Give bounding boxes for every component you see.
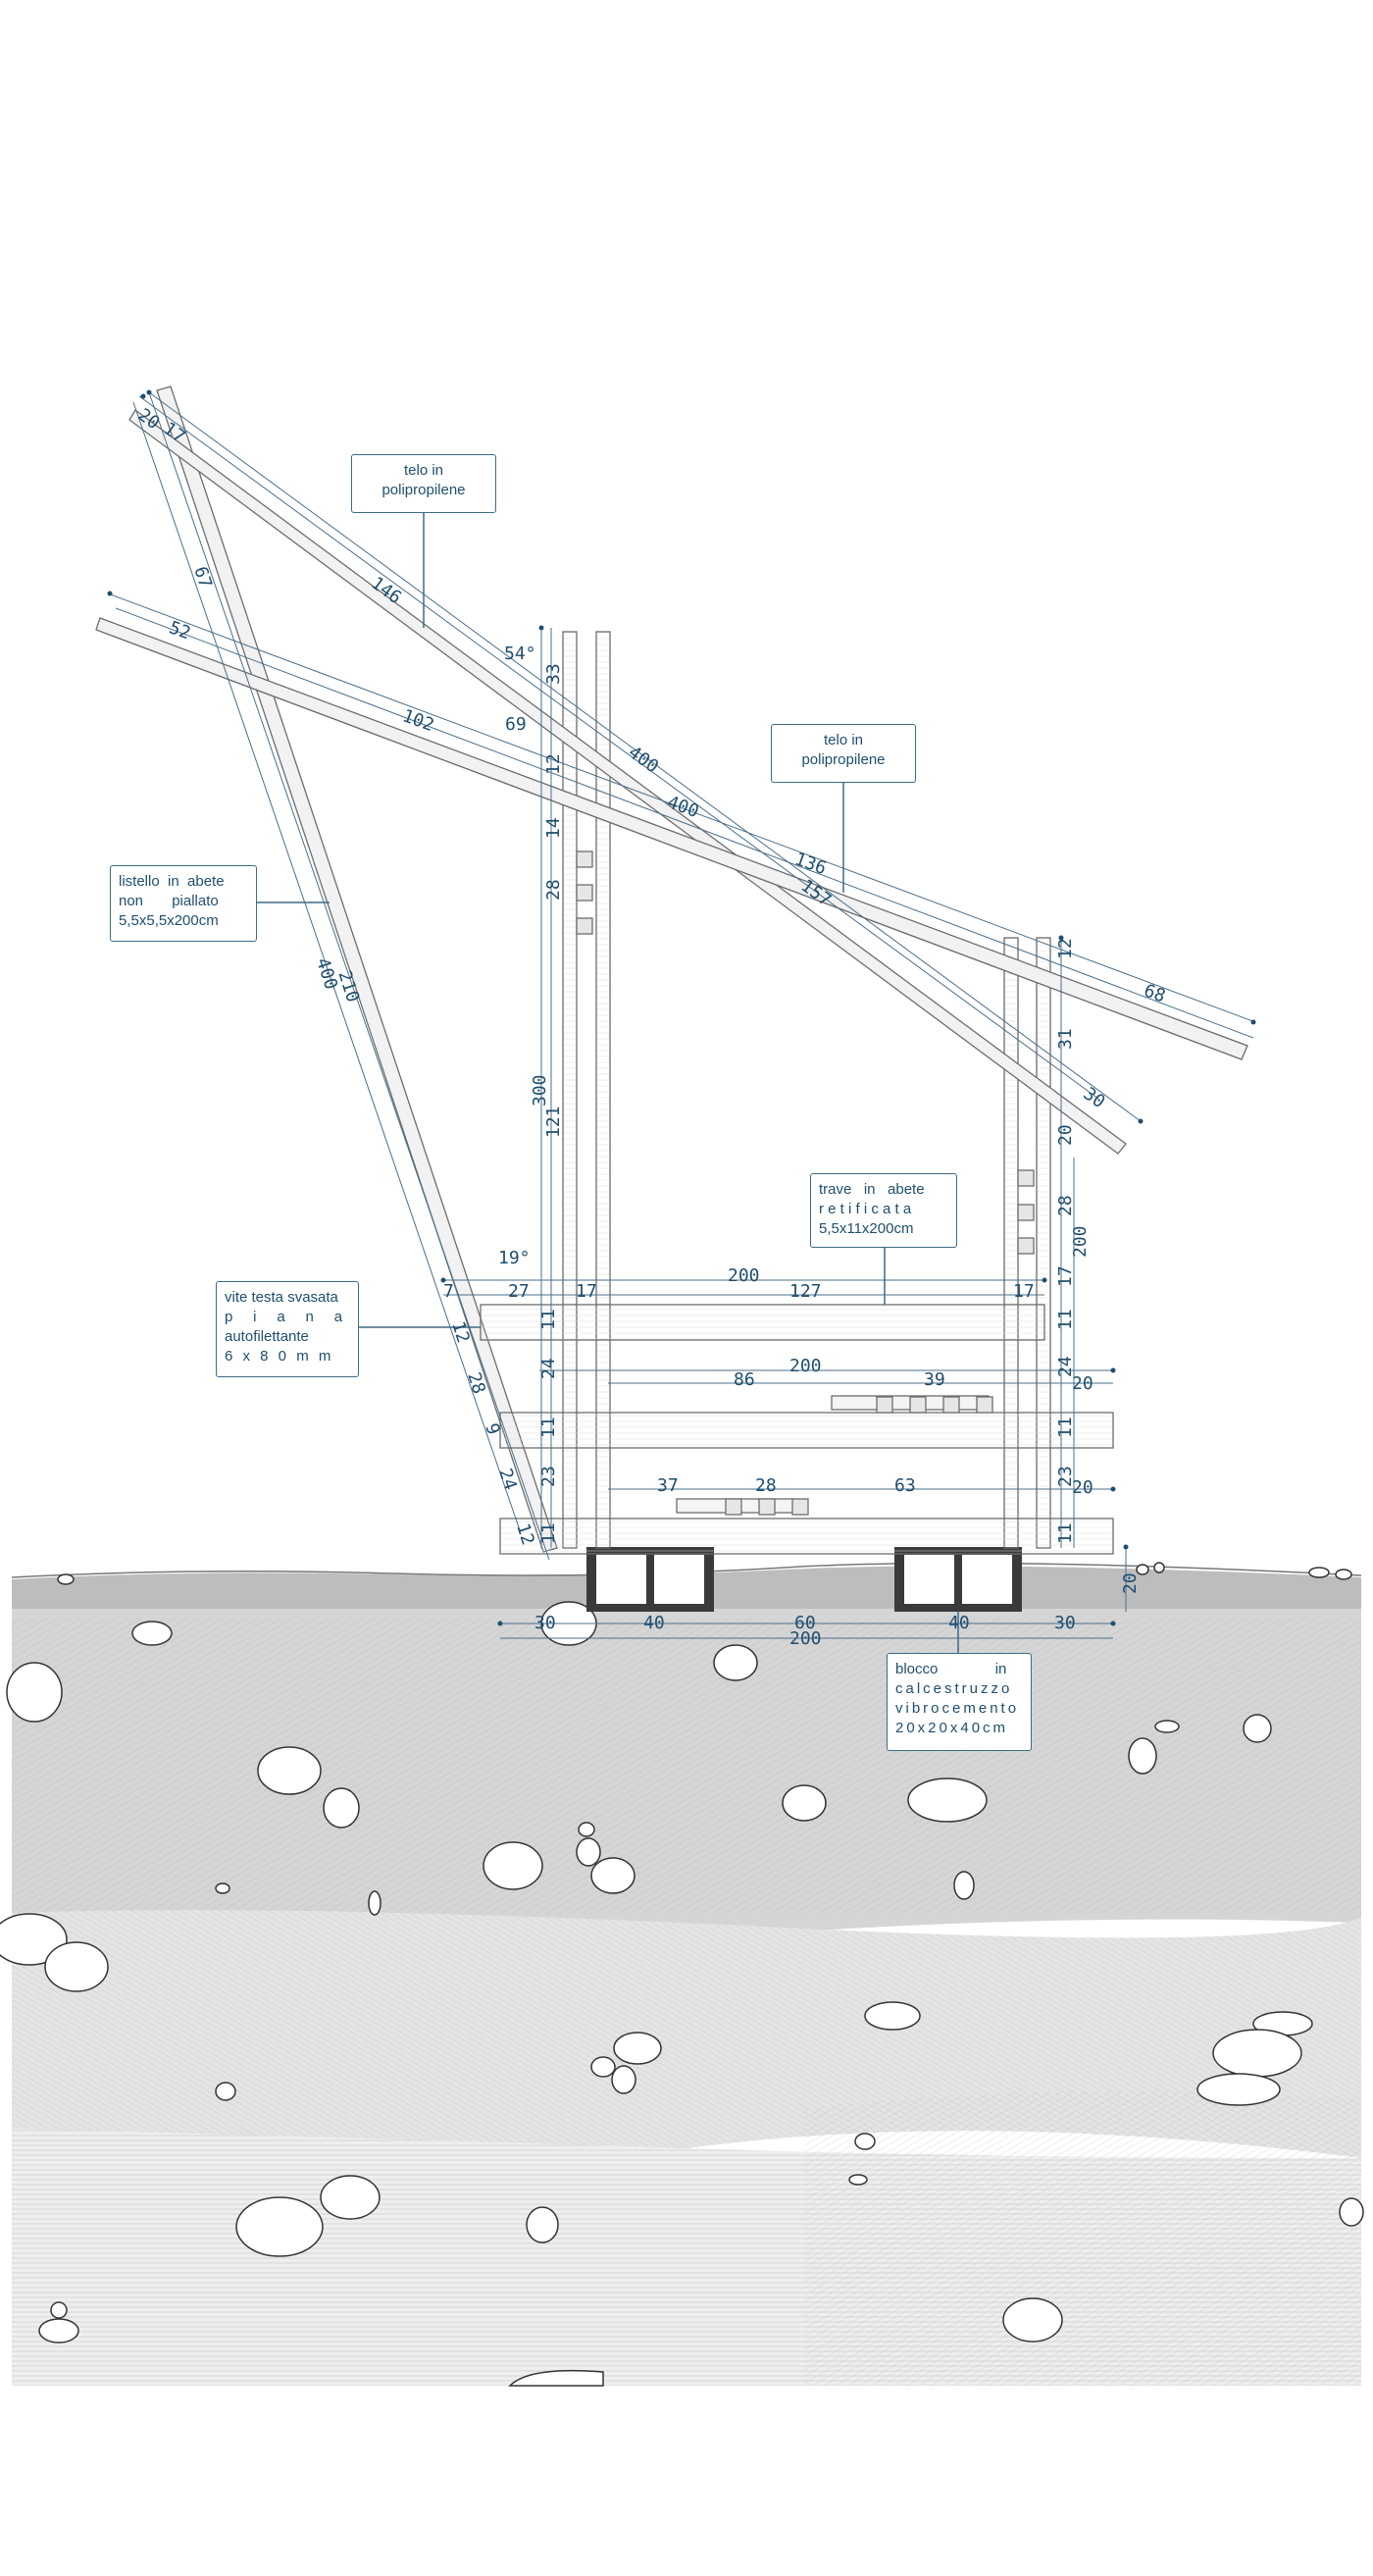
callout-telo-1-line-2: polipropilene — [381, 482, 466, 498]
dim-slope-136: 136 — [792, 849, 830, 879]
dim-low-20: 20 — [1072, 1477, 1093, 1498]
dim-top-11b: 11 — [1055, 1309, 1076, 1330]
dim-post-300: 300 — [530, 1074, 550, 1107]
dim-right-20: 20 — [1055, 1124, 1076, 1146]
callout-vite: vite testa svasata p i a n a autofiletta… — [216, 1281, 359, 1377]
dim-angle-19: 19° — [498, 1248, 531, 1268]
dim-low-28: 28 — [755, 1475, 777, 1496]
dim-slope-146: 146 — [367, 573, 405, 608]
dim-post-14: 14 — [543, 817, 564, 839]
dim-mid-20: 20 — [1072, 1373, 1093, 1394]
beam-low — [499, 1518, 1114, 1555]
dimension-dots — [107, 389, 1256, 1626]
dim-top-11a: 11 — [538, 1309, 559, 1330]
dim-mid-39: 39 — [924, 1369, 945, 1390]
dim-post-31: 31 — [1055, 1028, 1076, 1050]
dim-post-121: 121 — [543, 1106, 564, 1138]
stones — [0, 1562, 1364, 2387]
dim-mid-11b: 11 — [1055, 1417, 1076, 1438]
dim-base-30a: 30 — [534, 1613, 556, 1633]
callout-trave-line-2: r e t i f i c a t a — [819, 1201, 912, 1217]
dim-low-23b: 23 — [1055, 1466, 1076, 1487]
dim-right-200: 200 — [1070, 1225, 1091, 1258]
ground — [11, 1562, 1362, 2386]
leader-lines — [257, 512, 959, 1653]
roof-rail-lower — [95, 617, 1248, 1060]
dim-low-11b: 11 — [1055, 1522, 1076, 1544]
callout-blocco-line-4: 20x20x40cm — [895, 1720, 1009, 1736]
dim-top-17b: 17 — [1013, 1281, 1035, 1302]
dim-post-12-right: 12 — [1055, 938, 1076, 959]
callout-vite-line-2: p i a n a — [225, 1309, 343, 1325]
dim-low-63: 63 — [894, 1475, 916, 1496]
roof-rail-top — [128, 409, 1127, 1155]
callout-vite-line-3: autofilettante — [225, 1328, 309, 1345]
callout-telo-2: telo in polipropilene — [771, 724, 916, 783]
dim-mid-86: 86 — [734, 1369, 755, 1390]
dim-base-30b: 30 — [1054, 1613, 1076, 1633]
callout-listello-line-3: 5,5x5,5x200cm — [119, 912, 219, 929]
dim-mid-200: 200 — [789, 1356, 822, 1376]
dim-low-23a: 23 — [538, 1466, 559, 1487]
dim-top-7: 7 — [443, 1281, 454, 1302]
dim-top-17a: 17 — [576, 1281, 597, 1302]
callout-vite-line-4: 6 x 8 0 m m — [225, 1348, 334, 1365]
dim-right-28: 28 — [1055, 1195, 1076, 1216]
callout-telo-1: telo in polipropilene — [351, 454, 496, 513]
dim-top-200: 200 — [728, 1265, 760, 1286]
dim-diag-67: 67 — [189, 564, 216, 591]
callout-telo-2-line-2: polipropilene — [801, 751, 886, 768]
callout-blocco-line-3: vibrocemento — [895, 1700, 1020, 1717]
dim-mid-24b: 24 — [1055, 1356, 1076, 1377]
dimension-lines — [107, 391, 1256, 1639]
dim-slope-400a: 400 — [625, 742, 663, 777]
ground-hatch-4 — [804, 2091, 1361, 2386]
dim-mid-11a: 11 — [538, 1417, 559, 1438]
timber-structure — [95, 386, 1248, 1555]
dim-post-28: 28 — [543, 879, 564, 901]
callout-trave: trave in abete r e t i f i c a t a 5,5x1… — [810, 1173, 957, 1248]
beam-mid — [499, 1412, 1114, 1449]
dim-post-33: 33 — [543, 663, 564, 685]
dim-top-27: 27 — [508, 1281, 530, 1302]
ground-hatch-1 — [12, 1619, 1361, 1913]
dim-base-20: 20 — [1120, 1572, 1141, 1594]
callout-listello-line-1: listello in abete — [119, 873, 225, 890]
dim-top-127: 127 — [789, 1281, 822, 1302]
callout-trave-line-3: 5,5x11x200cm — [819, 1220, 914, 1237]
concrete-blocks — [586, 1547, 1022, 1612]
dim-post-12-left: 12 — [543, 753, 564, 775]
dim-low-11a: 11 — [538, 1522, 559, 1544]
dim-angle-54: 54° — [504, 644, 536, 664]
dim-top-17c: 17 — [1055, 1265, 1076, 1287]
dim-angle-69: 69 — [505, 714, 527, 735]
callout-trave-line-1: trave in abete — [819, 1181, 925, 1198]
dim-mid-24a: 24 — [538, 1358, 559, 1379]
beam-top — [480, 1304, 1045, 1341]
callout-telo-2-line-1: telo in — [823, 732, 864, 748]
callout-blocco: blocco in calcestruzzo vibrocemento 20x2… — [887, 1653, 1032, 1751]
dim-rail-52: 52 — [167, 617, 194, 644]
left-post-1 — [562, 631, 578, 1549]
callout-blocco-line-1: blocco in — [895, 1661, 1007, 1677]
dim-base-60: 60 — [794, 1613, 816, 1633]
callout-vite-line-1: vite testa svasata — [225, 1289, 338, 1306]
dim-slope-68: 68 — [1142, 980, 1169, 1006]
dim-low-37: 37 — [657, 1475, 679, 1496]
callout-listello-line-2: non piallato — [119, 893, 219, 909]
dim-base-40b: 40 — [948, 1613, 970, 1633]
dim-base-40a: 40 — [643, 1613, 665, 1633]
callout-telo-1-line-1: telo in — [403, 462, 444, 479]
right-post-2 — [1036, 937, 1051, 1549]
callout-blocco-line-2: calcestruzzo — [895, 1680, 1013, 1697]
dim-base-200: 200 — [789, 1628, 822, 1649]
callout-listello: listello in abete non piallato 5,5x5,5x2… — [110, 865, 257, 942]
